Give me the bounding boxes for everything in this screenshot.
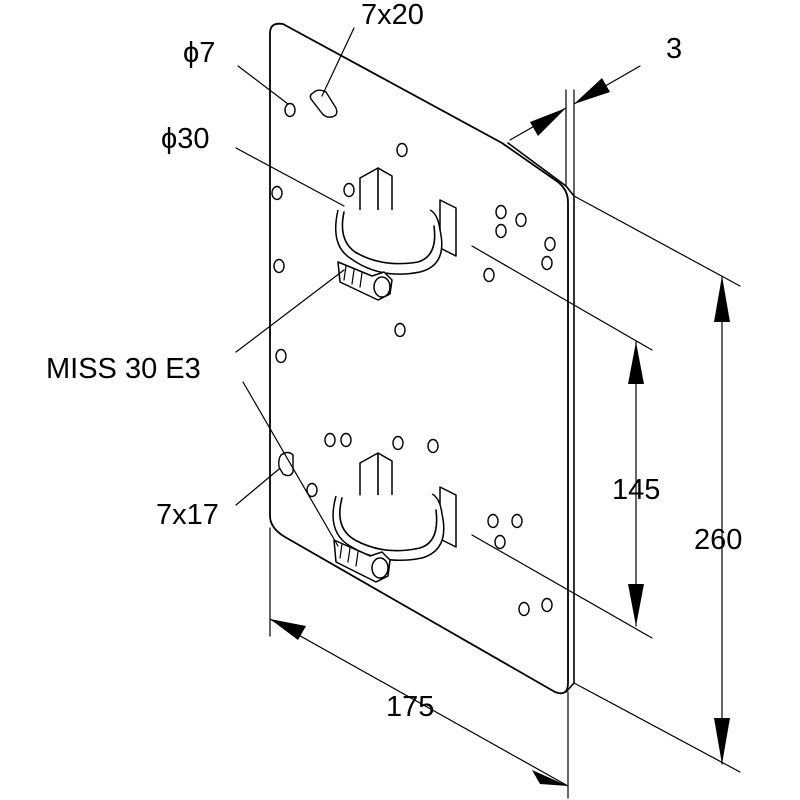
- hole-diameter-label: ϕ7: [183, 37, 215, 69]
- height-dimension: [573, 195, 741, 773]
- upper-clamp: [335, 167, 457, 301]
- lower-clamp: [332, 452, 457, 583]
- width-dimension: [269, 527, 569, 799]
- slot-top-label: 7x20: [361, 0, 424, 31]
- height-label: 260: [694, 524, 742, 556]
- thickness-dimension: [509, 65, 641, 197]
- clamp-model-label: MISS 30 E3: [46, 353, 201, 385]
- plate-holes: [271, 89, 556, 617]
- clamp-diameter-label: ϕ30: [161, 123, 210, 155]
- clamp-spacing-label: 145: [612, 474, 660, 506]
- thickness-label: 3: [666, 33, 682, 65]
- plate-outline: [269, 22, 569, 695]
- clamp-spacing-dimension: [471, 245, 653, 639]
- width-label: 175: [386, 691, 434, 723]
- leader-lines: [235, 27, 355, 547]
- slot-left-label: 7x17: [156, 499, 219, 531]
